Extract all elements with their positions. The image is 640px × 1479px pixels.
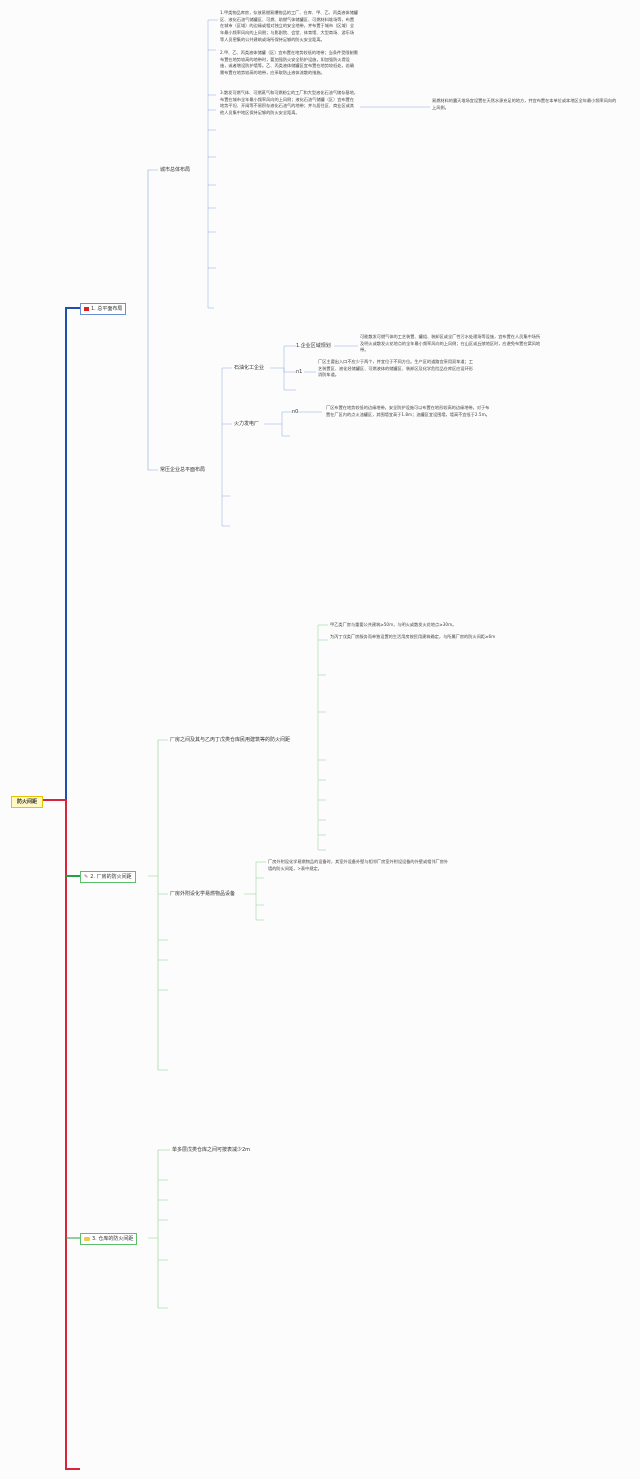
node-power[interactable]: 火力发电厂 xyxy=(234,421,260,427)
n0-text: 厂区布置在地势较低的边缘地带。安全防护设施可以布置在地形较高的边缘地带。对于布置… xyxy=(326,405,490,417)
branch-warehouse[interactable]: 3. 仓库的防火间距 xyxy=(80,1233,138,1245)
city-para-3-side: 易燃材料的露天堆场宜设置在天然水源充足的地方，并宜布置在本单位或本地区全年最小频… xyxy=(432,98,617,110)
branch-warehouse-label: 3. 仓库的防火间距 xyxy=(92,1236,134,1242)
zone-text: 可能散发可燃气体的工艺装置、罐组、装卸区或全厂性污水处理场等设施，宜布置在人员集… xyxy=(360,334,541,353)
flag-icon xyxy=(84,306,89,311)
branch-layout[interactable]: 1. 总平面布局 xyxy=(80,303,127,315)
node-petro[interactable]: 石油化工企业 xyxy=(234,365,265,371)
node-zone-plan[interactable]: 1.企业区域规划 xyxy=(296,343,331,349)
factory-text-2: 为丙丁戊类厂房服务而单独设置的生活用房按民用建筑确定，与所属厂房的防火间距≥6m xyxy=(330,634,496,639)
factory-equipment-text: 厂房外附设化学易燃物品的设备时，其室外设备外壁与相邻厂房室外附设设备的外壁或相邻… xyxy=(268,859,449,871)
warehouse-text-1[interactable]: 单多层戊类仓库之间可按表减少2m xyxy=(172,1147,251,1153)
pencil-icon: ✎ xyxy=(84,874,89,880)
node-factory-equipment[interactable]: 厂房外附设化学易燃物品设备 xyxy=(170,891,236,897)
factory-text-1: 甲乙类厂房与重要公共建筑≥50m，与明火或散发火花地点≥30m。 xyxy=(330,622,457,627)
node-n1[interactable]: n1 xyxy=(296,369,303,375)
folder-icon xyxy=(84,1236,90,1241)
branch-layout-label: 1. 总平面布局 xyxy=(91,306,123,312)
n1-text: 厂区主要出入口不应少于两个，并宜位于不同方位。生产区的道路宜采用双车道；工艺装置… xyxy=(318,359,473,378)
node-n0[interactable]: n0 xyxy=(292,409,299,415)
city-para-3: 3.散发可燃气体、可燃蒸气和可燃粉尘的工厂和大型液化石油气储存基地，布置在城市全… xyxy=(220,90,358,116)
branch-factory-label: 2. 厂房的防火间距 xyxy=(90,874,132,880)
root-node[interactable]: 防火间距 xyxy=(11,796,43,808)
node-enterprise-layout[interactable]: 常压企业总平面布局 xyxy=(160,467,206,473)
node-city-layout[interactable]: 城市总体布局 xyxy=(160,167,191,173)
node-factory-distance[interactable]: 厂房之间及其与乙丙丁戊类仓库民用建筑等的防火间距 xyxy=(170,737,291,743)
city-para-1: 1.甲类物品库房，存放易燃易爆物品的工厂、仓库、甲、乙、丙类液体储罐区、液化石油… xyxy=(220,10,358,42)
city-para-2: 2.甲、乙、丙类液体储罐（区）宜布置在地势较低的地带；当条件受限制需布置在地势较… xyxy=(220,50,358,76)
branch-factory[interactable]: ✎2. 厂房的防火间距 xyxy=(80,871,136,883)
